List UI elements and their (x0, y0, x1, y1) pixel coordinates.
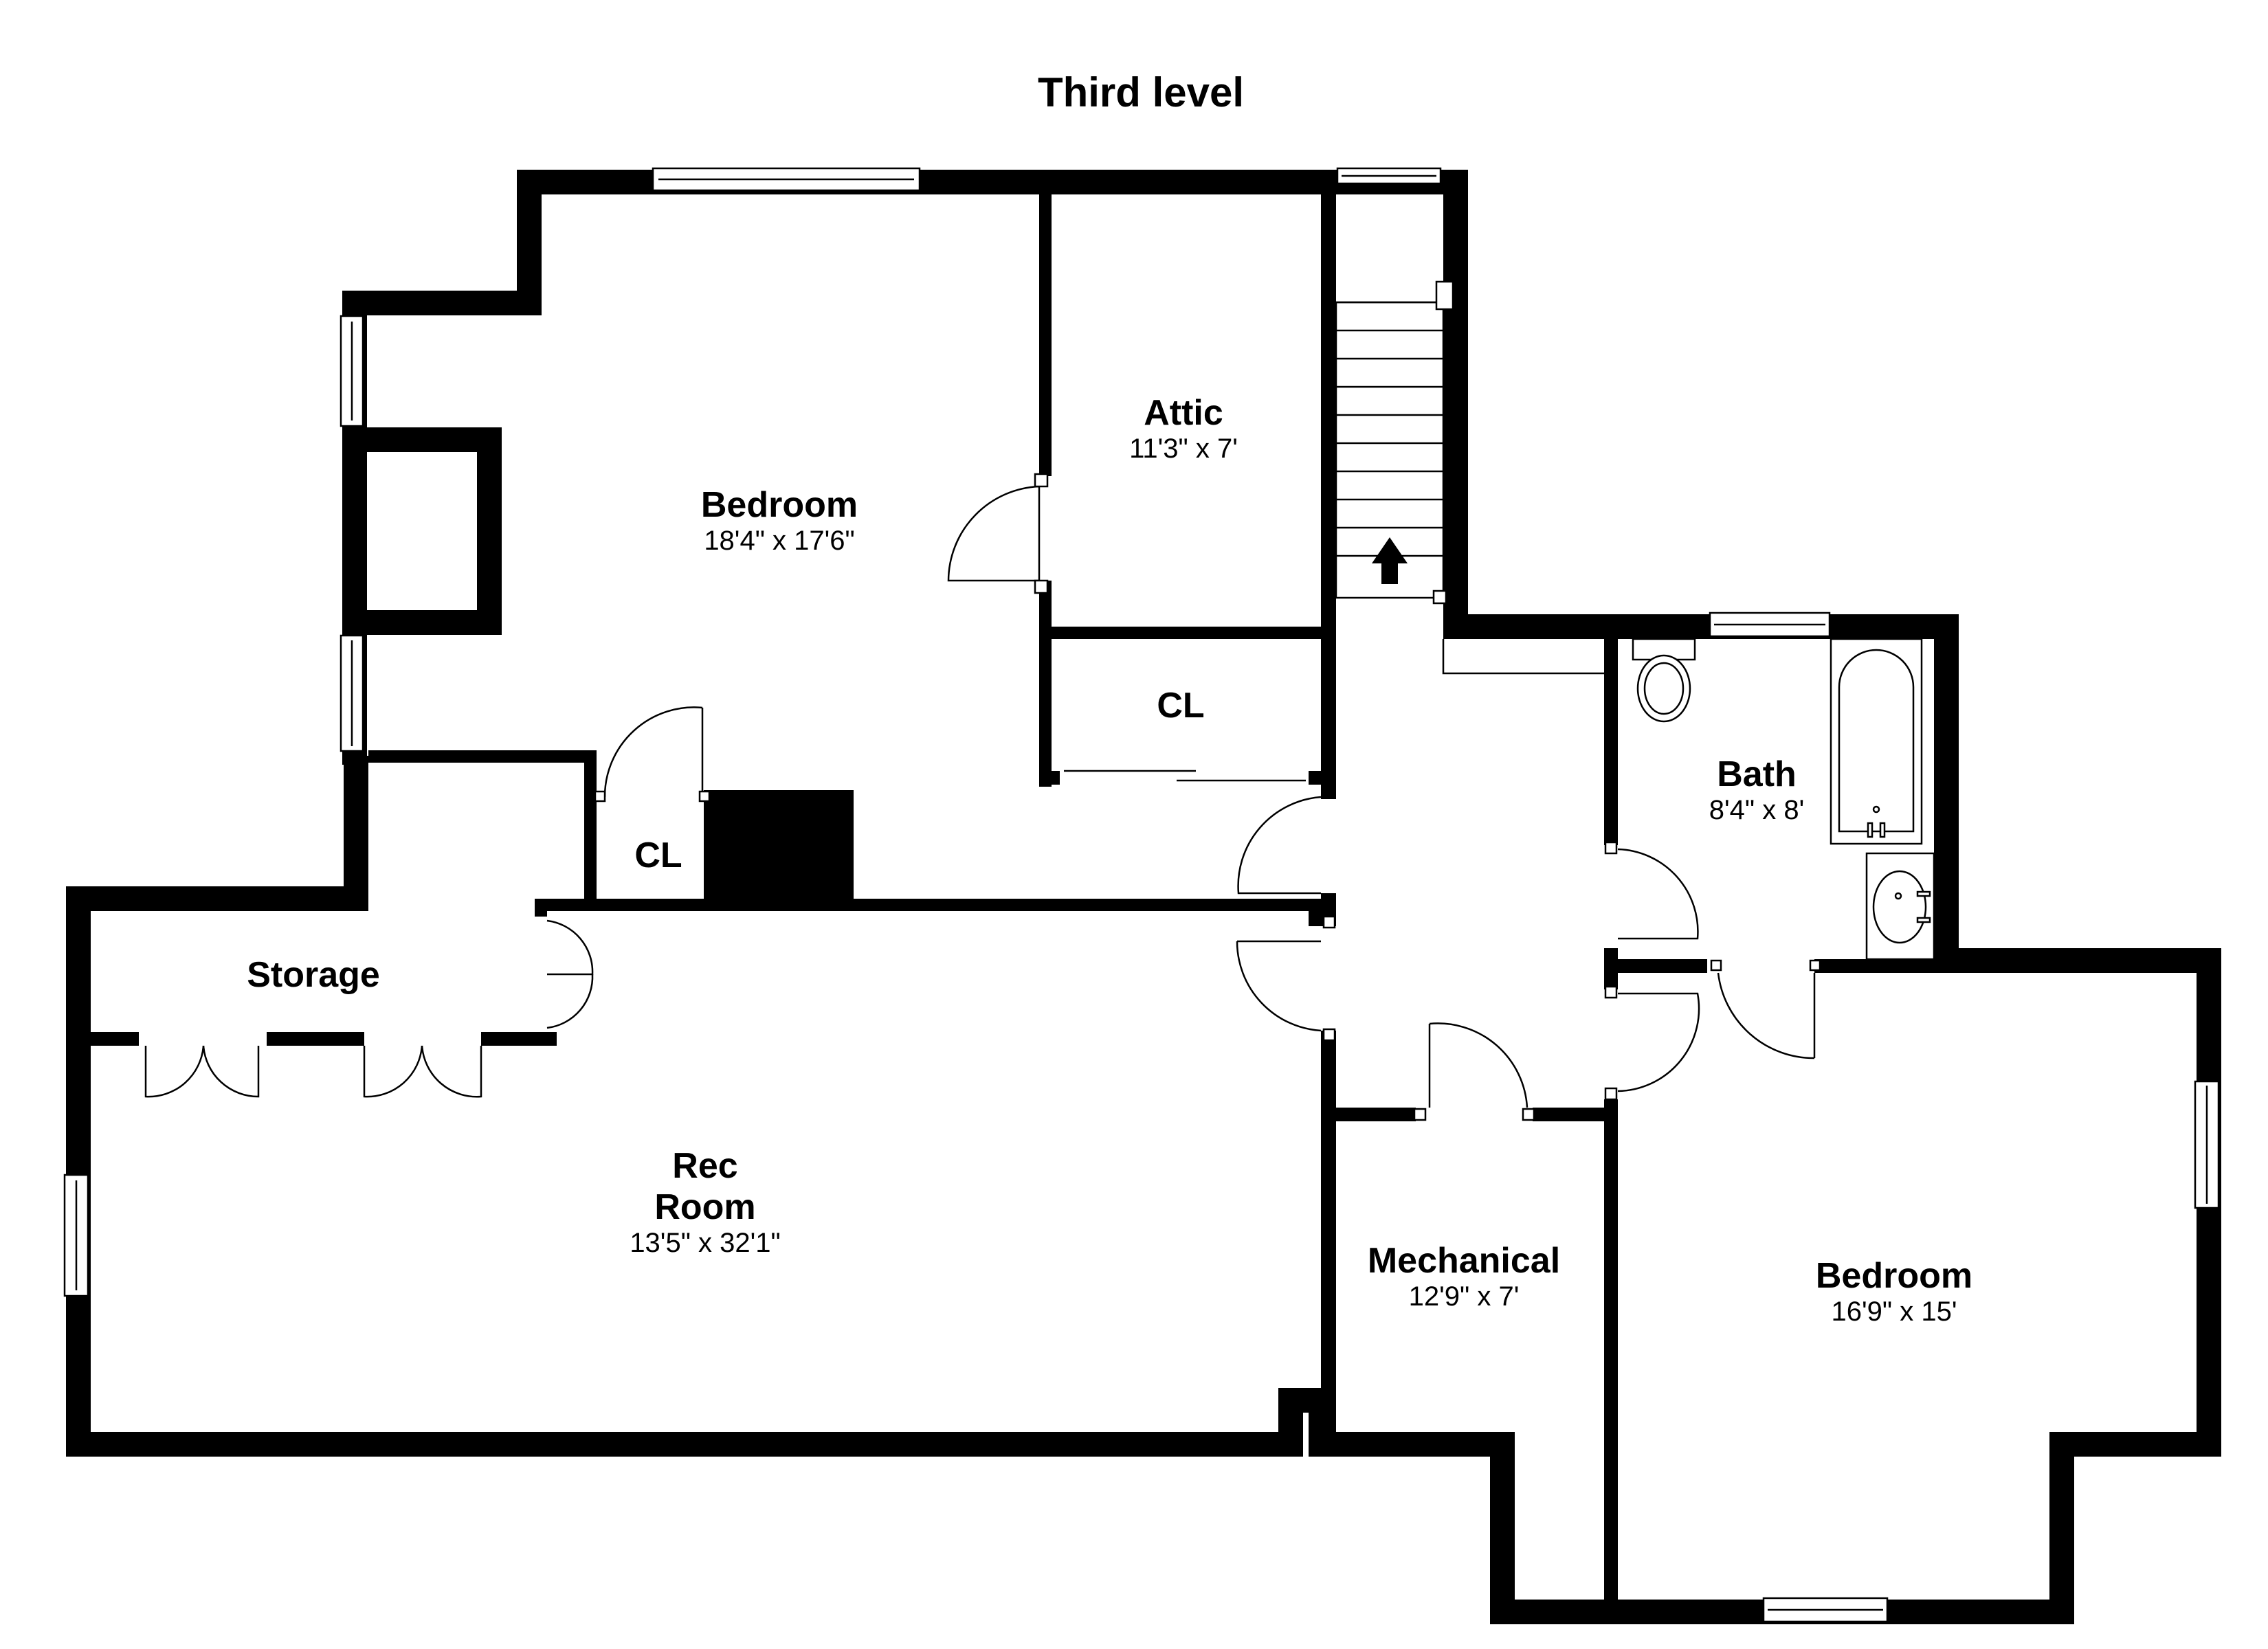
room-dims-bedroom-main: 18'4" x 17'6" (704, 526, 854, 556)
up-arrow-icon (1372, 537, 1408, 584)
doors (144, 473, 1821, 1121)
room-label-rec-room-line1: Rec (672, 1146, 737, 1186)
room-dims-rec-room: 13'5" x 32'1" (630, 1228, 780, 1258)
room-label-bath: Bath (1717, 754, 1797, 794)
room-dims-mechanical: 12'9" x 7' (1409, 1281, 1520, 1312)
room-label-closet-bedroom: CL (634, 835, 682, 875)
floor-title: Third level (1038, 69, 1244, 115)
bath-fixtures (1632, 638, 1935, 961)
room-label-bedroom-main: Bedroom (701, 485, 858, 525)
room-label-closet-attic: CL (1157, 686, 1204, 726)
room-label-rec-room-line2: Room (654, 1187, 755, 1227)
staircase (1335, 280, 1604, 675)
room-dims-bedroom-second: 16'9" x 15' (1832, 1297, 1957, 1327)
room-dims-bath: 8'4" x 8' (1709, 795, 1804, 825)
room-label-storage: Storage (247, 955, 380, 995)
room-labels: Bedroom 18'4" x 17'6" Attic 11'3" x 7' C… (247, 393, 1972, 1327)
room-dims-attic: 11'3" x 7' (1129, 434, 1238, 464)
interior-walls (91, 194, 1938, 1622)
room-label-mechanical: Mechanical (1368, 1241, 1560, 1281)
windows (63, 167, 2220, 1623)
room-label-bedroom-second: Bedroom (1816, 1256, 1972, 1296)
room-label-attic: Attic (1144, 393, 1223, 433)
